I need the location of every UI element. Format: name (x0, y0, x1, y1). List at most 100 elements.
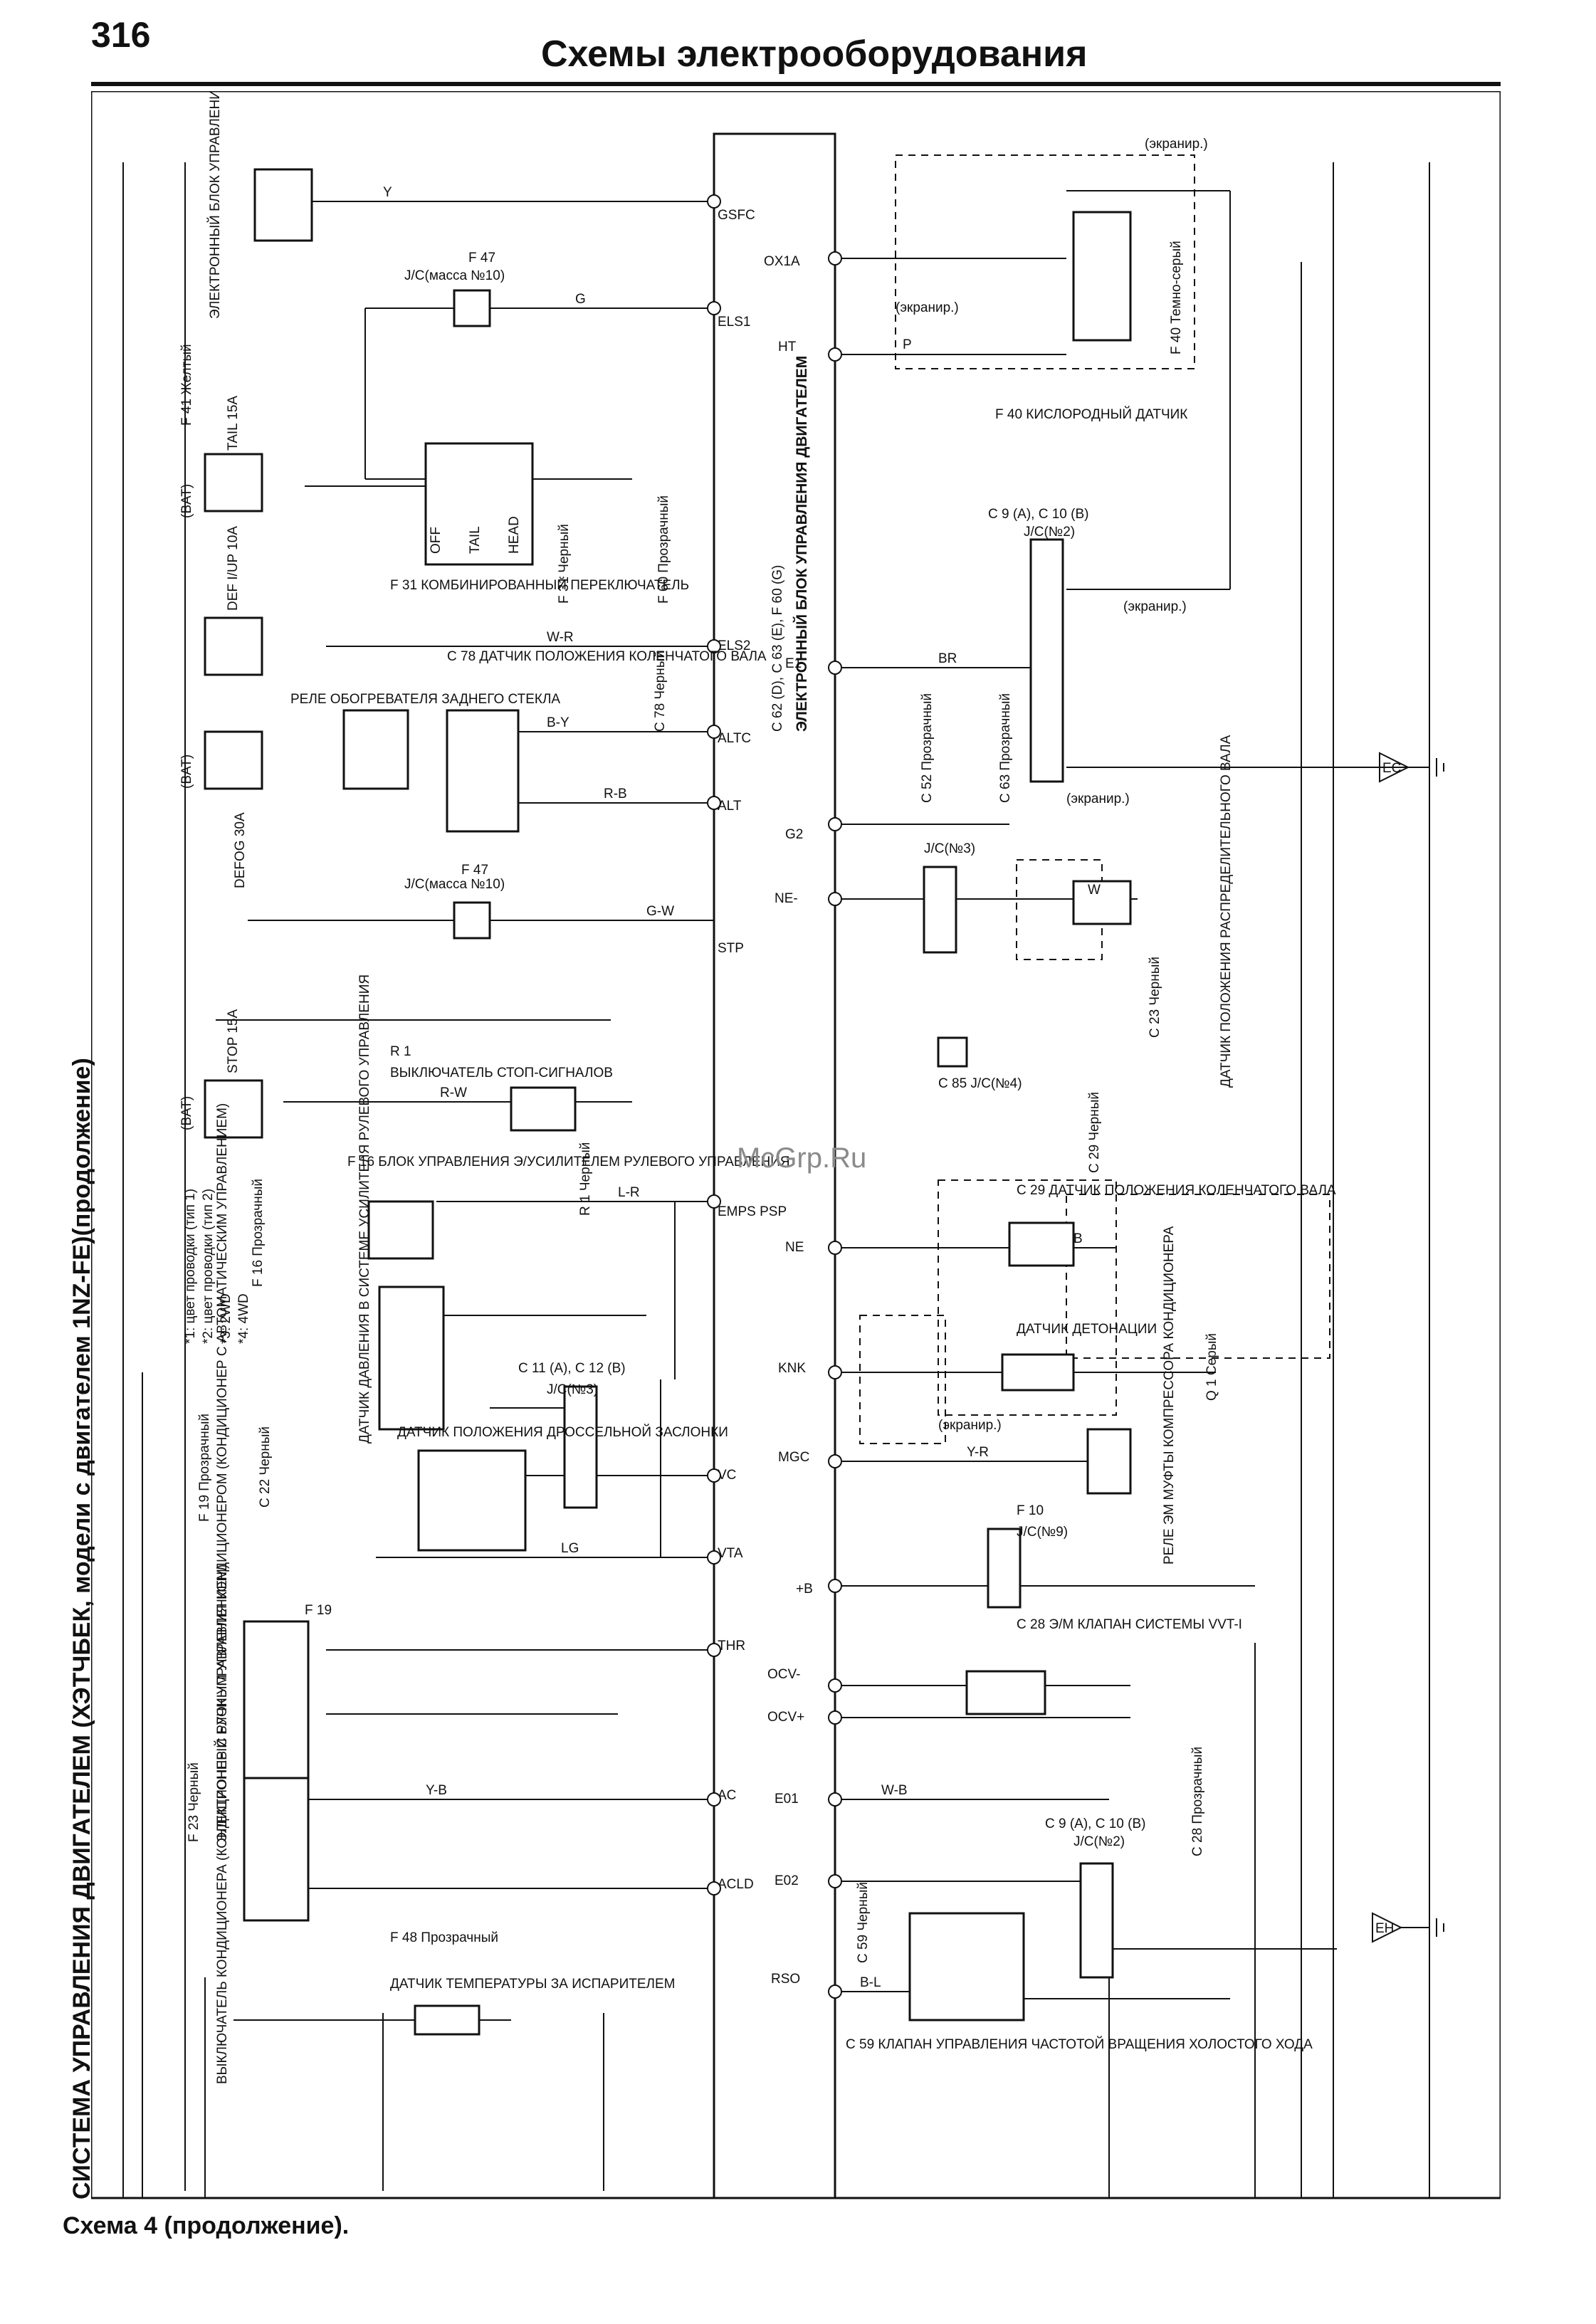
pin-mgc: MGC (778, 1450, 809, 1465)
ground-eh-icon (1372, 1912, 1444, 1943)
jc10b-box (453, 901, 491, 940)
defup-label: DEF I/UP 10A (226, 526, 241, 611)
ground-ec-icon (1379, 752, 1444, 783)
pin-ne: NE (785, 1240, 804, 1255)
jc2a-label: J/C(№2) (1024, 525, 1075, 540)
note-4: *4: 4WD (236, 1293, 251, 1344)
bat-label-2: (BAT) (179, 754, 194, 789)
pin-e02: E02 (775, 1873, 799, 1888)
ecu-right-pins: OX1A HT E1 G2 NE- NE KNK MGC +B OCV- OCV… (764, 254, 813, 1987)
c11-label: С 11 (A), С 12 (B) (518, 1361, 626, 1376)
wire-lg: LG (561, 1541, 579, 1556)
pin-stp: STP (718, 941, 744, 956)
isc-label: С 59 КЛАПАН УПРАВЛЕНИЯ ЧАСТОТОЙ ВРАЩЕНИЯ… (846, 2036, 1313, 2052)
pin-emps: EMPS PSP (718, 1204, 787, 1219)
switch-off: OFF (429, 527, 443, 554)
q1-label: Q 1 Серый (1204, 1333, 1219, 1401)
defog-label: DEFOG 30A (233, 812, 248, 888)
ground-eh-label: EH (1375, 1921, 1394, 1936)
r1-label: R 1 (390, 1044, 411, 1059)
evap-sensor-box (414, 2004, 481, 2036)
knock-label: ДАТЧИК ДЕТОНАЦИИ (1017, 1322, 1157, 1337)
knock-sensor-box (1001, 1353, 1075, 1392)
wire-br: BR (938, 651, 957, 666)
ac-ecu-box (243, 1620, 310, 1787)
bat-label-1: (BAT) (179, 484, 194, 518)
f41-label: F 41 Желтый (179, 344, 194, 426)
c29c-label: С 29 Черный (1087, 1092, 1102, 1173)
f48-label: F 48 Прозрачный (390, 1930, 498, 1945)
footer-caption: Схема 4 (продолжение). (63, 2212, 350, 2239)
vvt-label: С 28 Э/М КЛАПАН СИСТЕМЫ VVT-I (1017, 1617, 1242, 1632)
left-labels: ЭЛЕКТРОННЫЙ БЛОК УПРАВЛЕНИЯ SRS F 41 Жел… (179, 91, 790, 2084)
jc2-top-box (1029, 538, 1064, 783)
pin-e1: E1 (785, 656, 802, 671)
f16c-label: F 16 Прозрачный (251, 1179, 266, 1287)
wire-b: B (1073, 1231, 1083, 1246)
pin-e01: E01 (775, 1792, 799, 1807)
jc3-right-box (923, 866, 957, 954)
jc9-box (987, 1528, 1022, 1609)
f31-label: F 31 КОМБИНИРОВАННЫЙ ПЕРЕКЛЮЧАТЕЛЬ (390, 577, 689, 593)
shield-label-5: (экранир.) (938, 1418, 1002, 1433)
defog-relay-box (342, 709, 409, 790)
srs-label: ЭЛЕКТРОННЫЙ БЛОК УПРАВЛЕНИЯ SRS (207, 91, 223, 319)
wire-rw: R-W (440, 1085, 467, 1100)
f10-label: F 10 (1017, 1503, 1044, 1518)
jc9-label: J/C(№9) (1017, 1525, 1068, 1540)
cam-sensor-box (1072, 880, 1132, 925)
pin-els1: ELS1 (718, 315, 750, 330)
pin-knk: KNK (778, 1361, 806, 1376)
throttle-box (417, 1449, 527, 1552)
pin-rso: RSO (771, 1972, 800, 1987)
f60-label: F 60 Прозрачный (656, 495, 671, 604)
connector-nodes (707, 194, 842, 1999)
f19c-label: F 19 Прозрачный (197, 1414, 212, 1522)
component-boxes-left (204, 168, 598, 2036)
pin-acld: ACLD (718, 1877, 754, 1892)
defog-fuse-box (204, 730, 263, 790)
jc3-left-box (563, 1385, 598, 1509)
wire-wb: W-B (881, 1783, 908, 1798)
srs-ecu-box (253, 168, 313, 242)
tail-fuse-box (204, 453, 263, 512)
wire-g: G (575, 292, 586, 307)
wire-color-tags: Y G P BR B-Y R-B G-W R-W L-R W B LG Y-B … (383, 185, 1101, 1990)
wire-yr: Y-R (967, 1445, 989, 1460)
ac-switch-box (243, 1777, 310, 1922)
f40c-label: F 40 Темно-серый (1169, 241, 1184, 354)
stop-label: STOP 15A (226, 1009, 241, 1073)
jc2b-label: J/C(№2) (1073, 1834, 1125, 1849)
wiring-diagram: ЭЛЕКТРОННЫЙ БЛОК УПРАВЛЕНИЯ ДВИГАТЕЛЕМ С… (91, 91, 1501, 2199)
switch-tail: TAIL (468, 526, 483, 554)
jc10b-label: J/C(масса №10) (404, 877, 505, 892)
shield-label-4: (экранир.) (1066, 792, 1130, 806)
stop-switch-label: ВЫКЛЮЧАТЕЛЬ СТОП-СИГНАЛОВ (390, 1066, 613, 1080)
ground-ec-label: EC (1382, 761, 1401, 776)
evap-label: ДАТЧИК ТЕМПЕРАТУРЫ ЗА ИСПАРИТЕЛЕМ (390, 1977, 676, 1992)
stop-switch-box (510, 1086, 577, 1132)
c52-label: С 52 Прозрачный (920, 693, 935, 803)
c9-label: С 9 (A), С 10 (B) (988, 507, 1088, 522)
ecu-connectors: С 62 (D), С 63 (E), F 60 (G) (770, 565, 785, 732)
defup-fuse-box (204, 616, 263, 676)
c59c-label: С 59 Черный (856, 1882, 871, 1963)
f47a-label: F 47 (468, 251, 495, 265)
wire-gw: G-W (646, 904, 674, 919)
jc10-box (453, 289, 491, 327)
pin-ht: HT (778, 340, 797, 354)
c63-label: С 63 Прозрачный (998, 693, 1013, 803)
wire-rb: R-B (604, 787, 627, 801)
jc4-box (937, 1036, 968, 1068)
wire-by: B-Y (547, 715, 569, 730)
note-1: *1: цвет проводки (тип 1) (183, 1189, 198, 1344)
jc2-bottom-box (1079, 1862, 1114, 1979)
c23-label: С 23 Черный (1148, 957, 1162, 1038)
f47b-label: F 47 (461, 863, 488, 878)
pin-gsfc: GSFC (718, 208, 755, 223)
f16-label: F 16 БЛОК УПРАВЛЕНИЯ Э/УСИЛИТЕЛЕМ РУЛЕВО… (347, 1155, 790, 1169)
pin-g2: G2 (785, 827, 803, 842)
f23-label: F 23 Черный (187, 1762, 201, 1842)
stop-fuse-box (204, 1079, 263, 1139)
pin-altc: ALTC (718, 731, 751, 746)
